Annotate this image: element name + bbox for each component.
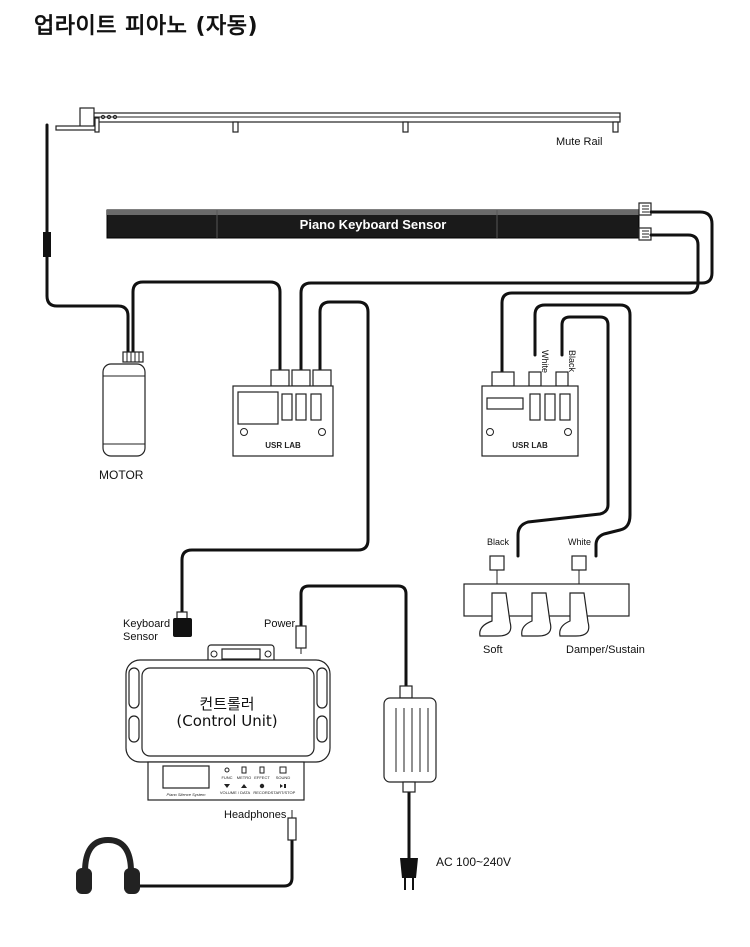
controller-korean-label: 컨트롤러 [199, 695, 254, 713]
mute-rail [55, 107, 621, 133]
wire-sensor-to-right-board [500, 233, 700, 374]
right-board-logo: USR LAB [512, 441, 548, 450]
motor-label: MOTOR [99, 468, 144, 482]
wire-motor-to-board [131, 280, 282, 372]
mute-rail-label: Mute Rail [556, 136, 602, 148]
headphones-icon [76, 836, 140, 894]
metro-button-label: METRO [237, 775, 251, 780]
black-pedal-cable-label: Black [487, 537, 510, 547]
wire-rail-to-motor [45, 123, 130, 362]
soft-pedal [479, 592, 512, 637]
panel-brand-label: Piano Silence System [167, 792, 207, 797]
sound-button-label: SOUND [276, 775, 291, 780]
white-cable-label: White [540, 350, 550, 373]
right-control-board [481, 371, 579, 457]
headphone-jack [287, 810, 297, 841]
volume-button-label: VOLUME / DATA [220, 790, 251, 795]
keyboard-sensor-label-line1: Keyboard [123, 618, 170, 630]
record-button-label: RECORD [253, 790, 270, 795]
wire-black-pedal [516, 315, 610, 558]
start-stop-button-label: START/STOP [271, 790, 296, 795]
motor-unit [102, 351, 146, 457]
wire-white-pedal [533, 303, 632, 558]
headphones-label: Headphones [224, 809, 287, 821]
usb-plug [173, 611, 192, 637]
keyboard-sensor-label-line2: Sensor [123, 631, 158, 643]
wire-board-to-controller [180, 300, 370, 620]
damper-pedal [559, 592, 590, 637]
middle-pedal [521, 592, 552, 637]
page-title: 업라이트 피아노 (자동) [34, 14, 259, 39]
control-unit [125, 644, 331, 801]
white-pedal-cable-label: White [568, 537, 591, 547]
ac-plug-icon [400, 858, 418, 890]
wire-power [299, 584, 408, 688]
pedal-assembly [463, 555, 630, 637]
effect-button-label: EFFECT [254, 775, 270, 780]
soft-pedal-label: Soft [483, 644, 503, 656]
controller-english-label: (Control Unit) [176, 712, 277, 730]
damper-pedal-label: Damper/Sustain [566, 644, 645, 656]
keyboard-sensor-bar [106, 202, 652, 241]
func-button-label: FUNC [221, 775, 232, 780]
keyboard-sensor-bar-label: Piano Keyboard Sensor [300, 217, 447, 232]
left-board-logo: USR LAB [265, 441, 301, 450]
black-cable-label: Black [567, 350, 577, 373]
left-control-board [232, 369, 334, 457]
wire-sensor-to-left-board [299, 210, 714, 372]
power-adapter [383, 685, 437, 793]
wire-headphones [128, 836, 294, 888]
ac-power-label: AC 100~240V [436, 855, 511, 869]
power-jack [295, 625, 307, 654]
wire-inline-connector [43, 232, 51, 257]
power-label: Power [264, 618, 296, 630]
